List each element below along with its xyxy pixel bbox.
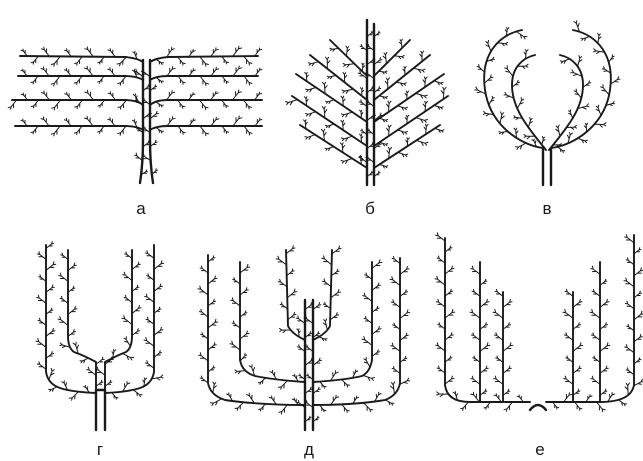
label-f: е xyxy=(535,440,544,459)
tree-candelabra xyxy=(198,246,410,430)
twig-cluster xyxy=(379,77,443,122)
label-d: г xyxy=(97,440,103,459)
twig-cluster xyxy=(304,120,363,165)
tree-double-u xyxy=(36,242,164,430)
label-e: д xyxy=(304,440,314,459)
twig-cluster xyxy=(198,256,298,414)
twig-cluster xyxy=(96,252,141,386)
tree-double-u-lyre xyxy=(475,21,620,185)
tree-oblique-palmette-twigs xyxy=(286,31,447,176)
tree-oblique-palmette xyxy=(286,20,449,185)
label-a: а xyxy=(136,199,146,218)
twig-cluster xyxy=(504,50,545,145)
label-b: б xyxy=(365,199,375,218)
tree-vertical-cordon xyxy=(435,233,643,412)
tree-double-u-lyre-twigs xyxy=(475,21,620,153)
tree-horizontal-cordon xyxy=(8,46,262,183)
twig-cluster xyxy=(112,251,164,400)
twig-cluster xyxy=(58,253,104,386)
tree-vertical-cordon-twigs xyxy=(435,233,643,412)
twig-cluster xyxy=(320,257,410,413)
twig-cluster xyxy=(553,235,643,412)
label-c: в xyxy=(542,199,551,218)
tree-double-u-twigs xyxy=(36,242,164,401)
tree-horizontal-cordon-twigs xyxy=(8,46,262,175)
